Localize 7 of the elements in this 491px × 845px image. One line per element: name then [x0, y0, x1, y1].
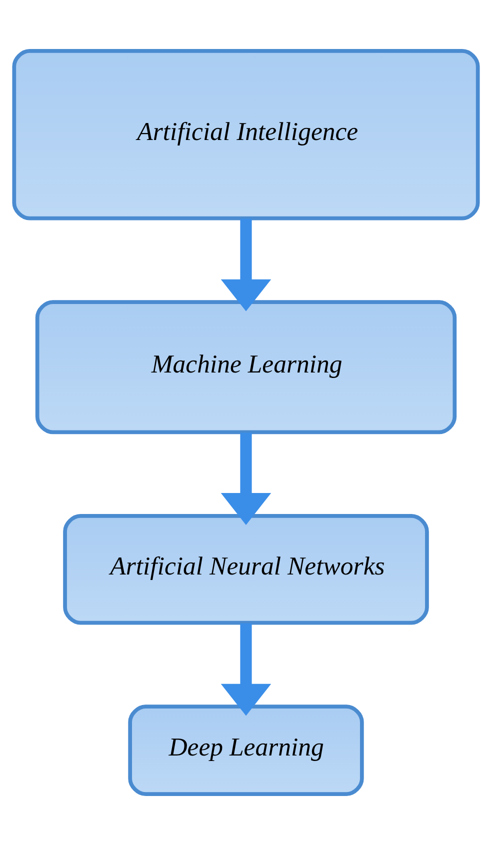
arrow [220, 623, 271, 716]
node-box: Artificial Neural Networks [62, 514, 428, 625]
node-box: Deep Learning [128, 704, 364, 796]
node-box: Artificial Intelligence [12, 48, 480, 220]
arrow [220, 218, 271, 312]
node-box: Machine Learning [34, 300, 456, 434]
arrow [220, 432, 271, 525]
